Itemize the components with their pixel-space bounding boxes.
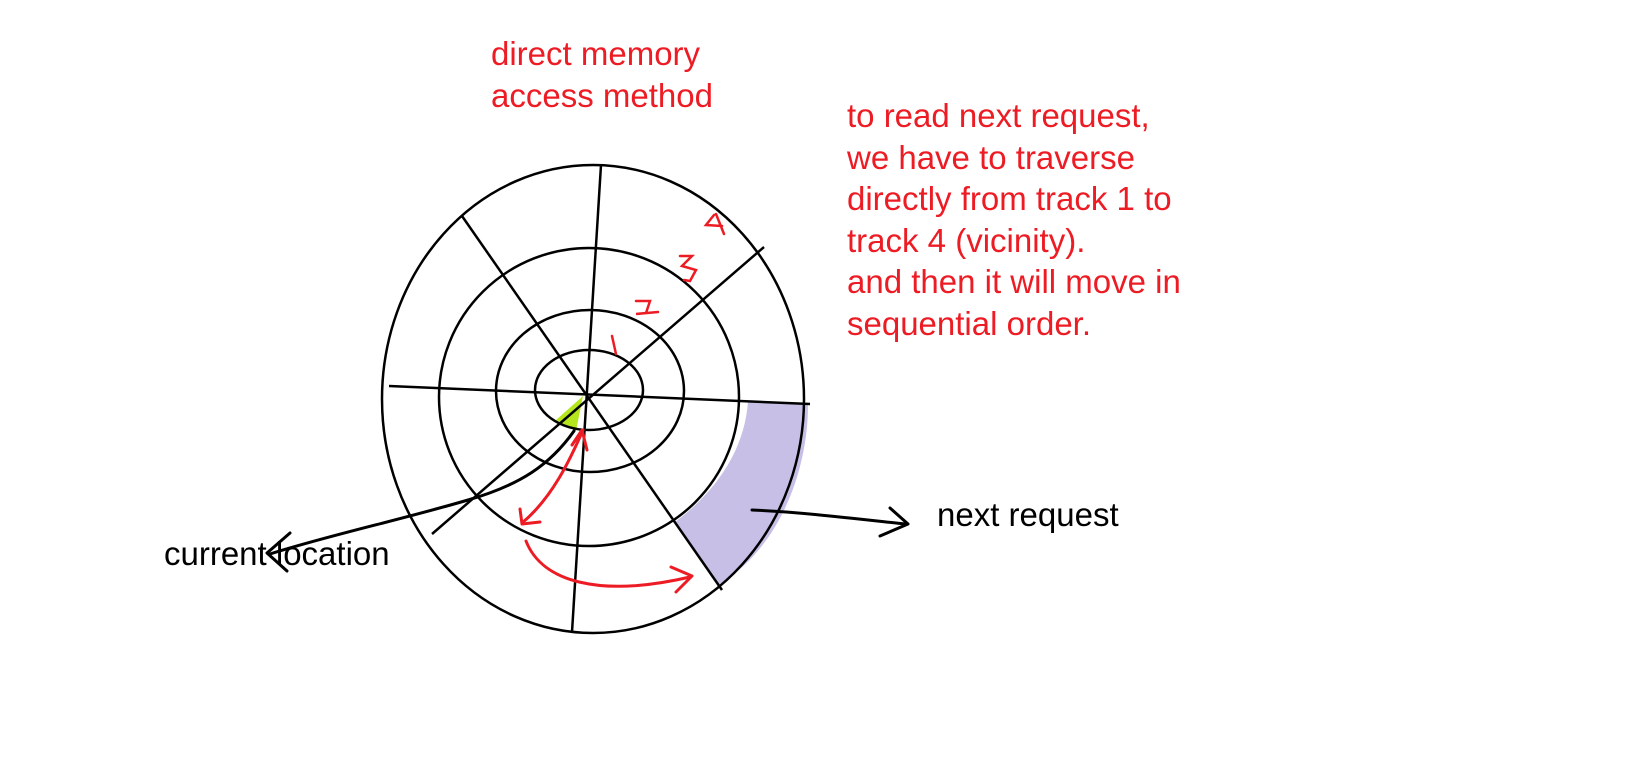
sector-line-vertical <box>570 164 603 633</box>
note-line-5: and then it will move in <box>847 263 1181 300</box>
note-line-4: track 4 (vicinity). <box>847 221 1086 259</box>
next-request-arrow-head <box>878 506 910 538</box>
title-line-2: access method <box>491 76 713 114</box>
diagram-title: direct memory access method <box>491 33 713 116</box>
current-location-label: current location <box>164 535 390 572</box>
track-number-4 <box>703 212 726 236</box>
current-location-arrow <box>268 429 576 556</box>
arrow-head-track1 <box>570 428 589 452</box>
next-request-sector <box>675 401 808 585</box>
note-line-1: to read next request, <box>847 97 1150 134</box>
sector-line-diagonal-b <box>431 246 765 535</box>
track-number-marks <box>610 212 726 356</box>
note-line-3: directly from track 1 to <box>847 180 1172 217</box>
note-line-6: sequential order. <box>847 304 1092 342</box>
explanation-note: to read next request, we have to travers… <box>847 95 1181 344</box>
note-line-2: we have to traverse <box>847 138 1135 176</box>
track-4-circle <box>380 163 806 635</box>
track-number-2 <box>634 299 660 316</box>
arrow-track1-to-track4 <box>520 428 585 525</box>
next-request-label: next request <box>937 496 1119 533</box>
track-3-circle <box>437 246 741 548</box>
title-line-1: direct memory <box>491 35 701 72</box>
arrow-head-sequential <box>669 565 694 594</box>
current-location-arrow-head <box>265 531 292 573</box>
sector-line-horizontal <box>388 384 811 406</box>
arrow-sequential-order <box>524 539 692 588</box>
track-number-3 <box>678 254 698 283</box>
next-request-arrow <box>750 508 907 526</box>
arrow-head-track4 <box>518 507 542 526</box>
track-number-1 <box>610 334 618 356</box>
sector-line-diagonal-a <box>460 215 724 591</box>
pointer-arrows <box>265 429 910 573</box>
traversal-arrows <box>518 428 694 594</box>
